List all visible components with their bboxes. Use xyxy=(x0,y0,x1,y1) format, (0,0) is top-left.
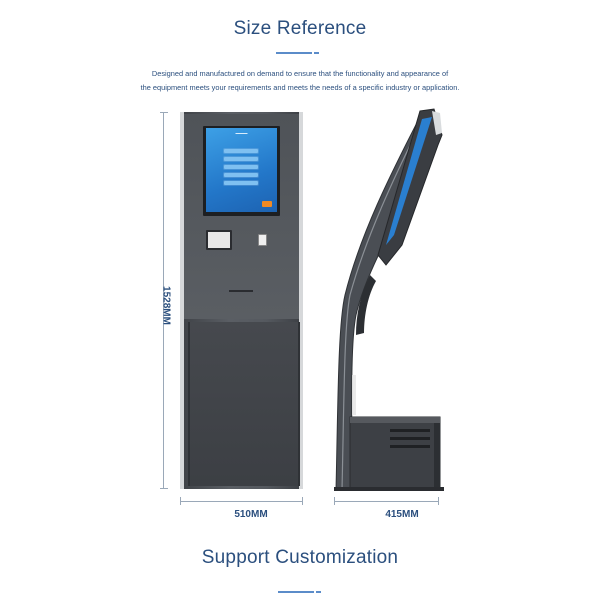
title-underline xyxy=(276,52,312,54)
depth-dimension-cap-left xyxy=(334,497,335,505)
footer-underline-dot xyxy=(316,591,321,593)
height-dimension-cap-top xyxy=(160,112,168,113)
width-dimension-line xyxy=(180,501,303,502)
height-dimension-label: 1528MM xyxy=(160,286,172,325)
kiosk-screen-menu-item xyxy=(224,157,258,161)
description-line-2: the equipment meets your requirements an… xyxy=(140,83,460,92)
section-title-size-reference: Size Reference xyxy=(233,18,367,39)
section-title-support-customization: Support Customization xyxy=(201,547,399,568)
kiosk-screen-header-bar: ▬▬▬▬ xyxy=(235,131,248,135)
height-dimension-line xyxy=(163,112,164,489)
description-line-1: Designed and manufactured on demand to e… xyxy=(151,69,449,78)
kiosk-screen-menu-item xyxy=(224,165,258,169)
width-dimension-cap-left xyxy=(180,497,181,505)
title-underline-dot xyxy=(314,52,319,54)
kiosk-printer-slot xyxy=(229,290,253,292)
depth-dimension-label: 415MM xyxy=(385,509,419,520)
kiosk-lower-cabinet xyxy=(188,322,300,486)
footer-underline xyxy=(278,591,314,593)
width-dimension-label: 510MM xyxy=(234,509,268,520)
kiosk-slot-button xyxy=(258,234,267,246)
kiosk-card-reader-panel xyxy=(208,232,230,248)
depth-dimension-cap-right xyxy=(438,497,439,505)
kiosk-screen-menu-item xyxy=(224,173,258,177)
kiosk-screen-action-button xyxy=(262,201,272,207)
kiosk-side-view xyxy=(334,108,444,491)
height-dimension-cap-bottom xyxy=(160,488,168,489)
depth-dimension-line xyxy=(334,501,439,502)
kiosk-screen-menu-item xyxy=(224,149,258,153)
kiosk-front-edge-right xyxy=(299,112,303,489)
kiosk-screen-menu-item xyxy=(224,181,258,185)
width-dimension-cap-right xyxy=(302,497,303,505)
kiosk-front-edge-left xyxy=(180,112,184,489)
kiosk-screen xyxy=(206,128,277,212)
